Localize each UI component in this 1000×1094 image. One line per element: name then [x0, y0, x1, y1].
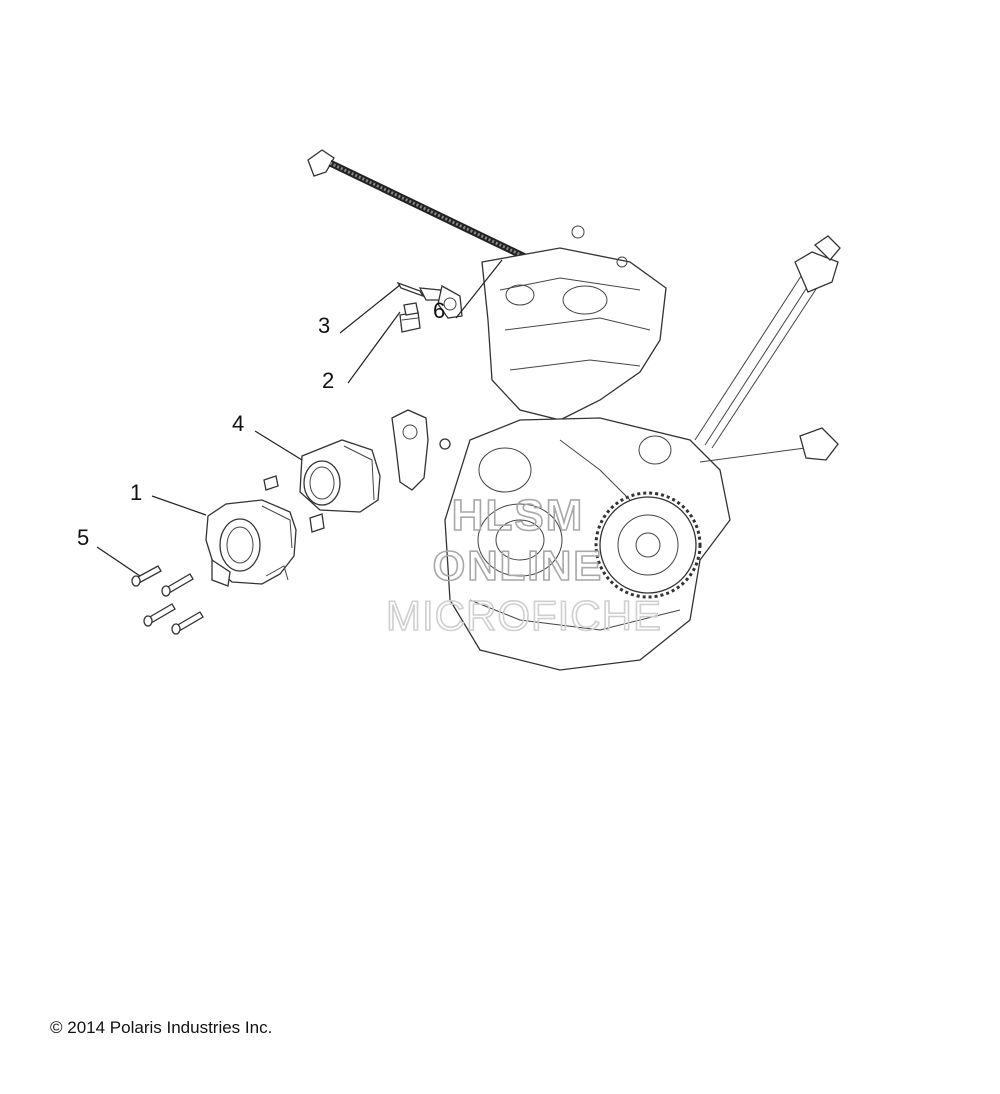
watermark-line-1: HLSM — [452, 491, 585, 540]
watermark: HLSM ONLINE MICROFICHE — [385, 490, 662, 640]
leader-line-6 — [455, 259, 503, 319]
callout-5: 5 — [77, 525, 89, 550]
callout-3: 3 — [318, 313, 330, 338]
dipstick — [307, 149, 550, 272]
injector-part-2 — [399, 302, 421, 333]
bolts-part-5 — [131, 565, 204, 635]
leader-line-5 — [96, 546, 141, 577]
adapter-housing-part-4 — [263, 439, 381, 533]
callout-6: 6 — [433, 298, 445, 323]
callout-4: 4 — [232, 411, 244, 436]
leader-line-3 — [339, 284, 401, 334]
throttle-body-part-1 — [205, 499, 297, 587]
flywheel-gear — [594, 491, 702, 599]
callout-2: 2 — [322, 368, 334, 393]
leader-line-2 — [347, 311, 401, 384]
copyright-notice: © 2014 Polaris Industries Inc. — [50, 1018, 273, 1037]
bolt — [131, 565, 162, 587]
bolt — [161, 573, 194, 597]
bolt — [171, 611, 204, 635]
watermark-line-3: MICROFICHE — [386, 592, 662, 639]
throttle-position-sensor — [391, 409, 451, 491]
leader-line-1 — [151, 495, 207, 516]
callout-1: 1 — [130, 480, 142, 505]
wiring-harness — [694, 235, 841, 463]
sensor-part-3 — [396, 281, 463, 319]
bolt — [143, 603, 176, 627]
watermark-line-2: ONLINE — [433, 542, 604, 589]
engine-assembly — [307, 149, 841, 671]
leader-line-4 — [254, 430, 303, 461]
